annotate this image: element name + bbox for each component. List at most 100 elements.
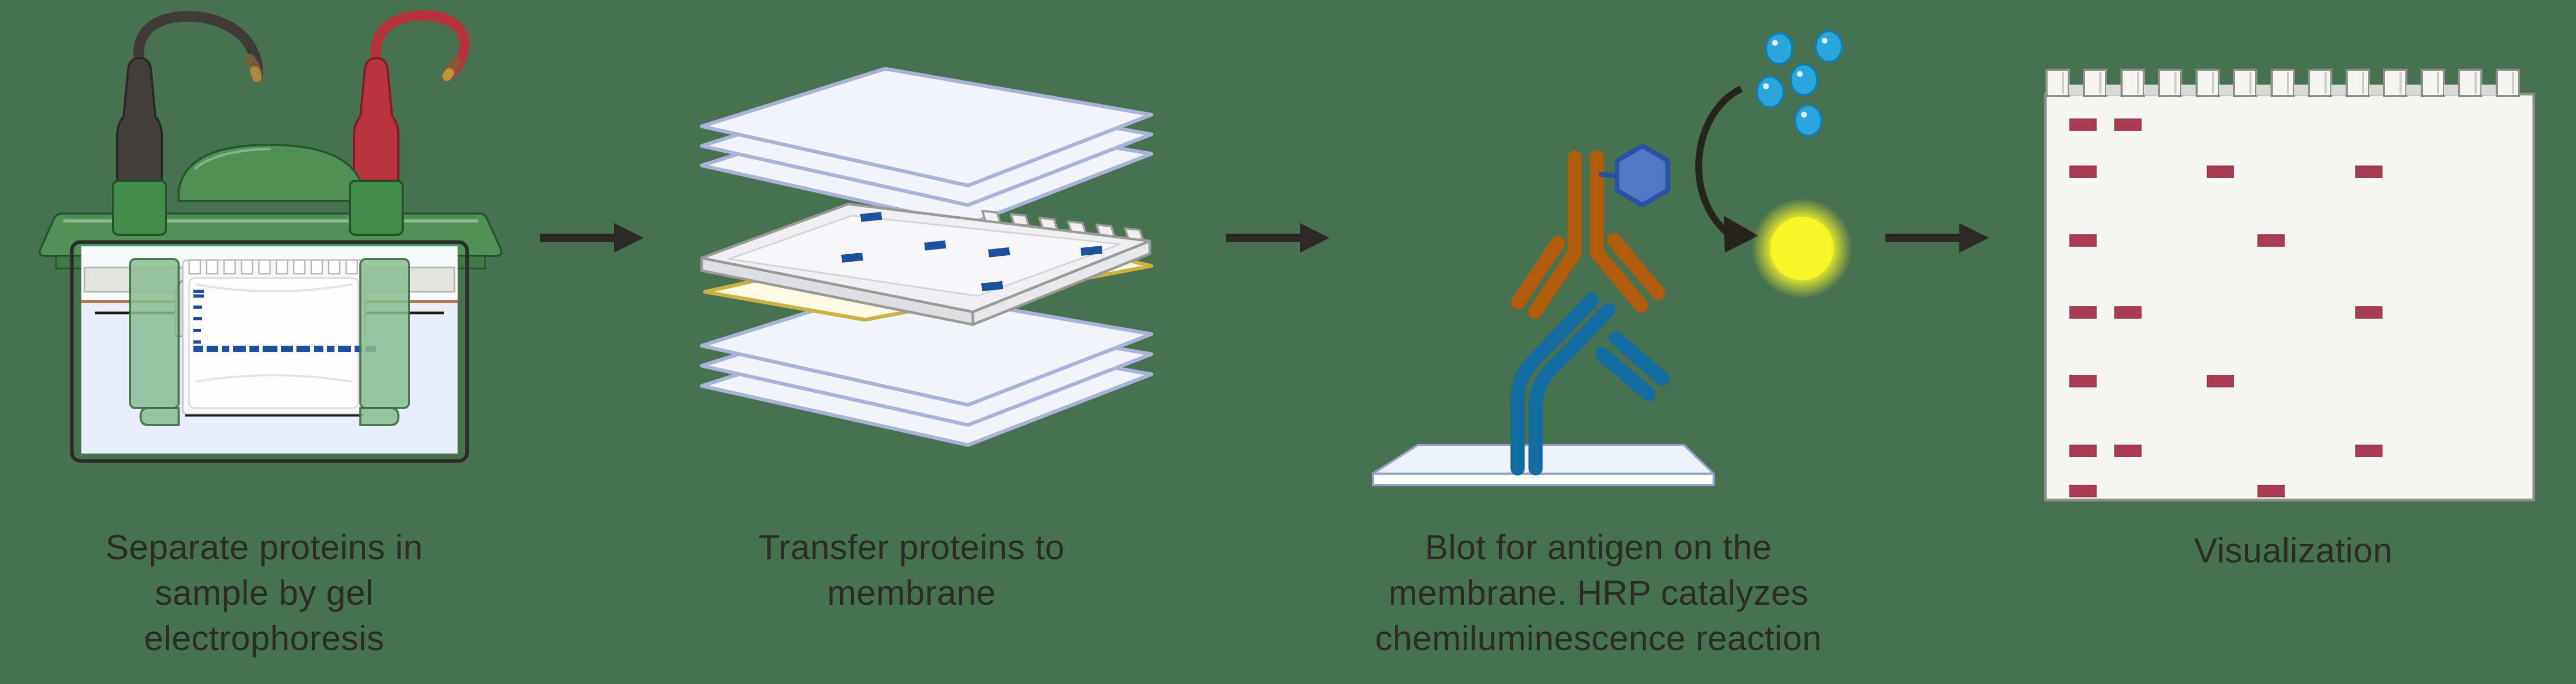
gel-well-teeth xyxy=(981,210,1144,241)
gel-slab xyxy=(700,202,1151,326)
notch-shadow xyxy=(2369,85,2384,95)
gel-protein-band xyxy=(841,252,863,263)
red-electrode-cable xyxy=(370,10,470,81)
protein-band xyxy=(2069,375,2097,387)
tank-outline xyxy=(70,240,469,463)
primary-antibody xyxy=(1510,293,1670,476)
protein-band xyxy=(2069,234,2097,247)
protein-band xyxy=(2069,118,2097,131)
chemiluminescence-light xyxy=(1752,198,1852,299)
substrate-dot xyxy=(1794,104,1822,137)
gel-protein-band xyxy=(860,211,882,222)
comb-tooth xyxy=(2196,69,2220,97)
caption-line: Separate proteins in xyxy=(105,528,423,567)
blot-membrane-slab xyxy=(1372,444,1715,486)
caption-transfer: Transfer proteins to membrane xyxy=(671,524,1152,615)
protein-band xyxy=(2355,306,2383,319)
hrp-enzyme-icon xyxy=(1598,143,1670,208)
protein-band xyxy=(2114,445,2142,457)
gel-cassette xyxy=(182,259,376,417)
dye-front-band xyxy=(263,346,277,352)
comb-tooth xyxy=(2045,69,2070,97)
comb-tooth xyxy=(2458,69,2482,97)
substrate-dot-highlight xyxy=(1772,40,1778,46)
notch-shadow xyxy=(2406,85,2422,95)
caption-visualization: Visualization xyxy=(2050,528,2536,573)
protein-band xyxy=(2257,485,2285,497)
comb-tooth xyxy=(2308,69,2332,97)
dye-front-band xyxy=(249,346,259,352)
gel-protein-band xyxy=(924,240,946,251)
black-connector-boot xyxy=(116,57,163,186)
ladder-band xyxy=(193,290,204,293)
substrate-dot xyxy=(1765,32,1793,65)
blotting-illustration xyxy=(1372,30,1852,486)
filter-paper-stack-top xyxy=(702,69,1151,225)
caption-line: sample by gel xyxy=(155,573,374,612)
comb-tooth xyxy=(2346,69,2370,97)
cassette-comb-teeth xyxy=(188,259,358,275)
notch-shadow xyxy=(2069,85,2084,95)
comb-tooth xyxy=(2083,69,2107,97)
gel-electrophoresis-illustration xyxy=(39,10,503,463)
gel-protein-bands xyxy=(841,211,1103,291)
dye-front-band xyxy=(296,346,310,352)
protein-band xyxy=(2114,118,2142,131)
notch-shadow xyxy=(2181,85,2197,95)
ladder-band xyxy=(193,340,201,344)
substrate-dot-highlight xyxy=(1763,83,1769,89)
caption-blot: Blot for antigen on the membrane. HRP ca… xyxy=(1326,524,1871,661)
cassette-clamp-left xyxy=(129,258,180,426)
protein-band xyxy=(2355,445,2383,457)
caption-line: membrane. HRP catalyzes xyxy=(1388,573,1809,612)
dye-front-band xyxy=(327,346,334,352)
comb-tooth xyxy=(2271,69,2295,97)
ladder-band xyxy=(193,329,201,332)
notch-shadow xyxy=(2256,85,2272,95)
caption-line: Transfer proteins to xyxy=(758,528,1065,567)
protein-band xyxy=(2114,306,2142,319)
caption-line: Blot for antigen on the xyxy=(1425,528,1772,567)
ladder-band xyxy=(193,306,202,309)
comb-tooth xyxy=(2496,69,2520,97)
substrate-dot-highlight xyxy=(1801,112,1807,118)
dye-front-band xyxy=(338,346,351,352)
caption-line: chemiluminescence reaction xyxy=(1375,618,1822,658)
dye-front-band xyxy=(281,346,293,352)
transfer-stack-illustration xyxy=(682,48,1154,465)
membrane-comb-teeth xyxy=(2045,69,2520,97)
ladder-band xyxy=(193,294,204,298)
ladder-band xyxy=(193,317,202,320)
gel-protein-band xyxy=(981,281,1003,291)
dye-front-band xyxy=(233,346,246,352)
secondary-antibody xyxy=(1511,150,1666,319)
protein-band xyxy=(2069,306,2097,319)
protein-band xyxy=(2257,234,2285,247)
substrate-dot xyxy=(1815,30,1843,63)
protein-band xyxy=(2355,165,2383,178)
caption-line: Visualization xyxy=(2194,531,2393,570)
developed-membrane xyxy=(2044,93,2535,502)
substrate-dot-highlight xyxy=(1821,38,1828,44)
notch-shadow xyxy=(2481,85,2497,95)
comb-tooth xyxy=(2121,69,2145,97)
notch-shadow xyxy=(2106,85,2122,95)
dye-front-band xyxy=(222,346,229,352)
caption-line: membrane xyxy=(827,573,996,612)
substrate-dot-highlight xyxy=(1797,71,1803,77)
step-arrow-1 xyxy=(540,223,644,253)
notch-shadow xyxy=(2444,85,2459,95)
caption-line: electrophoresis xyxy=(144,618,385,658)
black-lead-socket xyxy=(112,180,167,236)
step-arrow-2 xyxy=(1226,223,1329,253)
substrate-molecules xyxy=(1756,30,1843,137)
cassette-clamp-right xyxy=(359,258,410,426)
protein-band xyxy=(2207,375,2234,387)
step-arrow-3 xyxy=(1885,223,1989,253)
substrate-dot xyxy=(1756,76,1784,108)
comb-tooth xyxy=(2233,69,2257,97)
protein-band xyxy=(2069,445,2097,457)
visualization-blot-illustration xyxy=(2044,69,2535,502)
dye-front-band xyxy=(207,346,218,352)
